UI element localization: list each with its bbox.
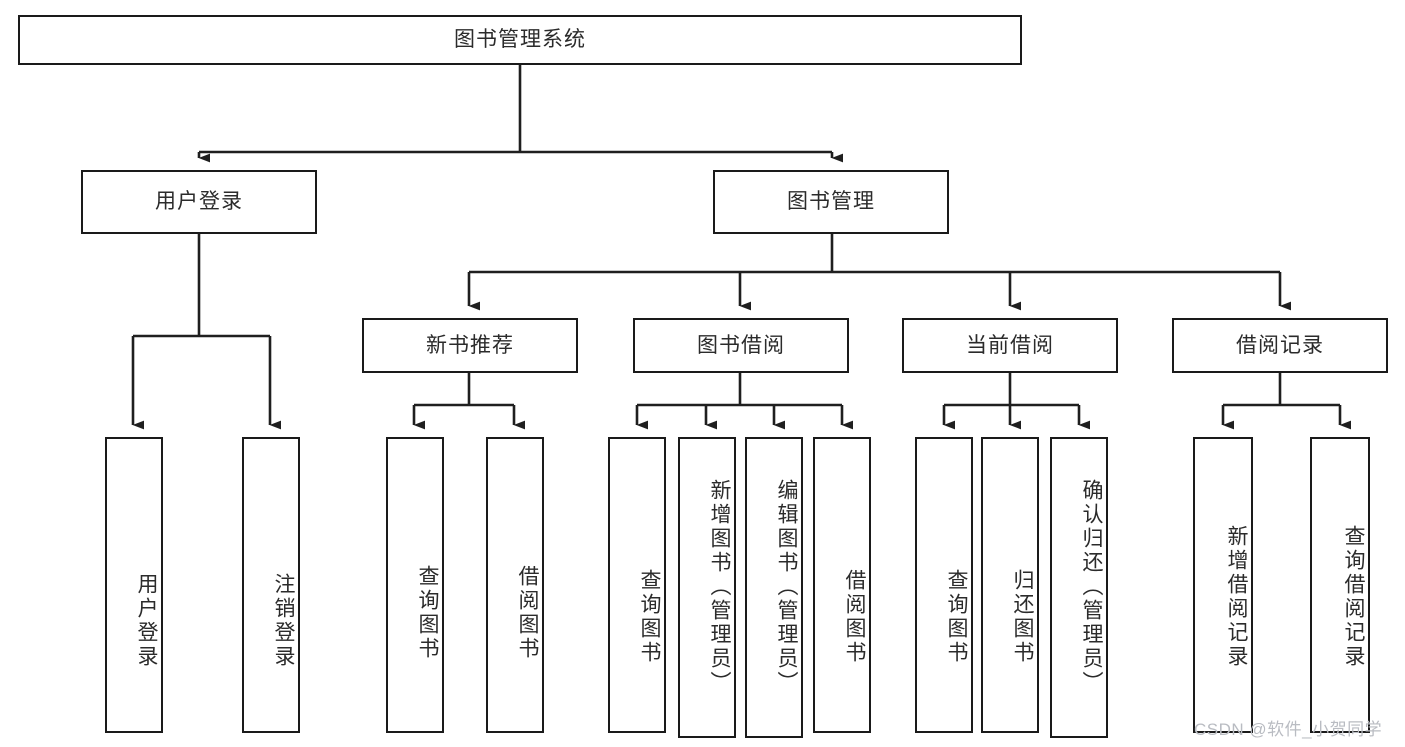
node-book-manage[interactable]: 图书管理: [713, 170, 949, 234]
node-book-manage-label: 图书管理: [787, 190, 875, 214]
leaf-return-book-label: 归还图书: [1011, 569, 1034, 665]
node-user-login-label: 用户登录: [155, 190, 243, 214]
node-current-borrow-label: 当前借阅: [966, 333, 1054, 357]
leaf-query-record[interactable]: 查询借阅记录: [1310, 437, 1370, 733]
leaf-add-book[interactable]: 新增图书（管理员）: [678, 437, 736, 738]
leaf-logout-label: 注销登录: [272, 573, 295, 669]
node-root-label: 图书管理系统: [454, 28, 586, 52]
leaf-confirm-return-label: 确认归还（管理员）: [1080, 478, 1103, 695]
leaf-borrow-book-2[interactable]: 借阅图书: [813, 437, 871, 733]
node-new-book-rec-label: 新书推荐: [426, 333, 514, 357]
leaf-query-book-3-label: 查询图书: [945, 569, 968, 665]
leaf-borrow-book-2-label: 借阅图书: [843, 569, 866, 665]
leaf-user-login[interactable]: 用户登录: [105, 437, 163, 733]
leaf-add-record-label: 新增借阅记录: [1225, 525, 1248, 669]
leaf-query-book-2[interactable]: 查询图书: [608, 437, 666, 733]
leaf-add-book-label: 新增图书（管理员）: [708, 478, 731, 695]
node-user-login[interactable]: 用户登录: [81, 170, 317, 234]
leaf-add-record[interactable]: 新增借阅记录: [1193, 437, 1253, 733]
leaf-query-record-label: 查询借阅记录: [1342, 525, 1365, 669]
node-current-borrow[interactable]: 当前借阅: [902, 318, 1118, 373]
leaf-query-book-3[interactable]: 查询图书: [915, 437, 973, 733]
leaf-borrow-book-1-label: 借阅图书: [516, 565, 539, 661]
leaf-user-login-label: 用户登录: [135, 573, 158, 669]
node-root[interactable]: 图书管理系统: [18, 15, 1022, 65]
node-borrow-record[interactable]: 借阅记录: [1172, 318, 1388, 373]
leaf-borrow-book-1[interactable]: 借阅图书: [486, 437, 544, 733]
leaf-logout[interactable]: 注销登录: [242, 437, 300, 733]
node-borrow-record-label: 借阅记录: [1236, 333, 1324, 357]
leaf-confirm-return[interactable]: 确认归还（管理员）: [1050, 437, 1108, 738]
leaf-edit-book-label: 编辑图书（管理员）: [775, 478, 798, 695]
leaf-query-book-2-label: 查询图书: [638, 569, 661, 665]
node-book-borrow-label: 图书借阅: [697, 333, 785, 357]
node-book-borrow[interactable]: 图书借阅: [633, 318, 849, 373]
leaf-query-book-1[interactable]: 查询图书: [386, 437, 444, 733]
leaf-edit-book[interactable]: 编辑图书（管理员）: [745, 437, 803, 738]
leaf-return-book[interactable]: 归还图书: [981, 437, 1039, 733]
csdn-watermark: CSDN @软件_小贺同学: [1194, 720, 1383, 739]
node-new-book-rec[interactable]: 新书推荐: [362, 318, 578, 373]
leaf-query-book-1-label: 查询图书: [416, 565, 439, 661]
